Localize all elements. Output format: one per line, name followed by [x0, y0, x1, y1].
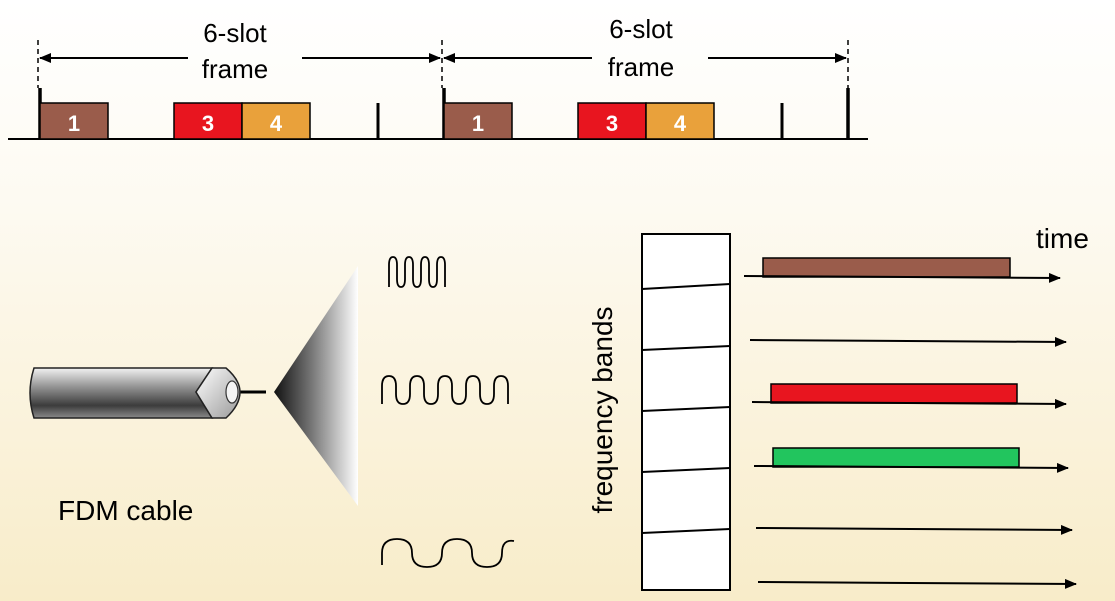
band-4-time-arrow [753, 462, 1069, 473]
band-divider [641, 528, 731, 534]
medium-frequency-wave-icon [381, 375, 509, 405]
slot-3-label: 3 [606, 111, 618, 136]
band-divider [641, 345, 731, 351]
cable-icon [29, 367, 241, 419]
band-5-time-arrow [755, 524, 1073, 535]
frame-label-line1: 6-slot [609, 14, 673, 44]
carrier-waves [381, 256, 515, 568]
frequency-bands-axis-label: frequency bands [587, 306, 618, 513]
slot-4 [645, 102, 715, 140]
slot-4 [241, 102, 311, 140]
slot-3 [577, 102, 647, 140]
band-3-time-arrow [751, 398, 1067, 409]
tdm-frame-1: 6-slot frame 1 3 4 [37, 18, 441, 140]
band-6-time-arrow [757, 578, 1077, 589]
band-divider [641, 467, 731, 473]
band-2-time-arrow [749, 336, 1067, 347]
band-divider [641, 283, 731, 290]
high-frequency-wave-icon [388, 256, 446, 288]
slot-1-label: 1 [68, 111, 80, 136]
fdm-cable-illustration: FDM cable [29, 266, 358, 526]
band-1-time-arrow [743, 272, 1061, 283]
band-divider [641, 406, 731, 412]
slot-3 [173, 102, 243, 140]
band-timelines [743, 257, 1077, 589]
frame-label-line2: frame [608, 52, 674, 82]
frequency-band-stack: frequency bands [587, 233, 731, 591]
spectrum-cone [274, 266, 358, 506]
slot-1 [39, 102, 109, 140]
tdm-frame-2: 6-slot frame 1 3 4 [441, 14, 850, 140]
frame-label-line1: 6-slot [203, 18, 267, 48]
frame-label-line2: frame [202, 54, 268, 84]
band-4-signal [772, 447, 1020, 468]
band-3-signal [770, 383, 1018, 404]
slot-1-label: 1 [472, 111, 484, 136]
time-axis-label: time [1036, 223, 1089, 254]
slot-3-label: 3 [202, 111, 214, 136]
band-1-signal [762, 257, 1011, 278]
slot-4-label: 4 [674, 111, 687, 136]
low-frequency-wave-icon [381, 538, 515, 568]
slot-1 [443, 102, 513, 140]
tdm-timeline: 6-slot frame 1 3 4 6-slot frame 1 3 4 [8, 14, 868, 140]
fdm-cable-label: FDM cable [58, 495, 193, 526]
slot-4-label: 4 [270, 111, 283, 136]
